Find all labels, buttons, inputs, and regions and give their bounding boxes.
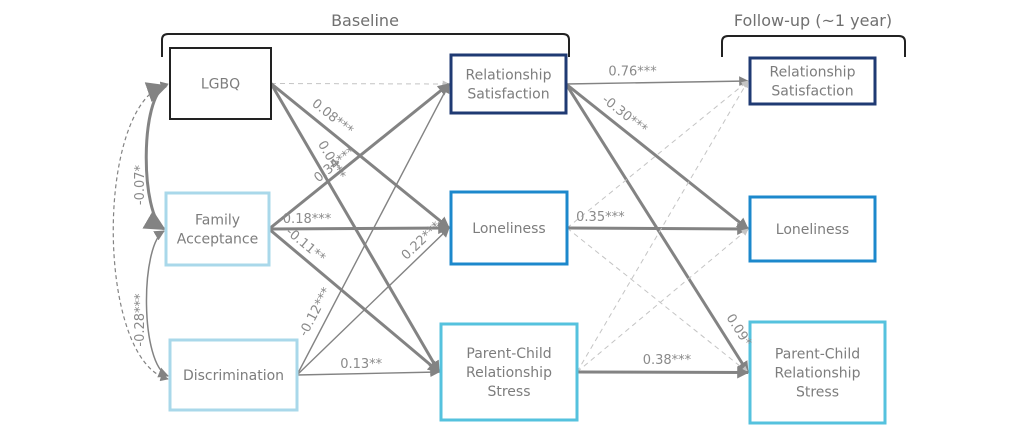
- node-label: Relationship: [770, 65, 856, 81]
- coefficient-label: -0.18***: [278, 212, 332, 227]
- path-arrow-discrimination-to-pcrs-baseline: [296, 367, 440, 378]
- node-label: LGBQ: [201, 77, 240, 93]
- node-label: Family: [195, 213, 240, 229]
- node-loneliness-baseline: Loneliness: [449, 190, 569, 266]
- node-box: [168, 338, 299, 412]
- node-label: Satisfaction: [771, 84, 853, 100]
- node-label: Acceptance: [177, 232, 258, 248]
- path-arrow-loneliness-baseline-to-pcrs-followup: [566, 227, 749, 373]
- followup-title: Follow-up (~1 year): [734, 11, 892, 30]
- path-arrow-discrimination-to-rs-baseline: [296, 83, 450, 376]
- coefficient-label: 0.35***: [576, 210, 625, 225]
- path-arrow-lgbq-to-rs-baseline: [270, 80, 450, 88]
- paths-layer: [268, 76, 750, 379]
- node-label: Stress: [487, 384, 530, 400]
- node-box: [169, 47, 272, 120]
- path-arrow-family-acceptance-to-rs-baseline: [268, 82, 450, 231]
- coefficient-label: 0.13**: [340, 357, 382, 372]
- node-label: Stress: [796, 385, 839, 401]
- path-arrow-loneliness-baseline-to-rs-followup: [566, 80, 749, 229]
- node-label: Loneliness: [472, 221, 545, 237]
- path-arrow-loneliness-baseline-to-loneliness-followup: [566, 222, 750, 235]
- node-loneliness-followup: Loneliness: [748, 195, 877, 263]
- node-label: Parent-Child: [775, 347, 860, 363]
- node-label: Relationship: [466, 68, 552, 84]
- path-arrow-rs-baseline-to-loneliness-followup: [565, 82, 749, 231]
- path-arrow-pcrs-baseline-to-rs-followup: [576, 80, 749, 373]
- path-arrow-family-acceptance-to-pcrs-baseline: [268, 227, 440, 374]
- node-label: Relationship: [775, 366, 861, 382]
- node-box: [439, 322, 579, 422]
- coefficient-label: -0.12***: [296, 285, 334, 339]
- node-label: Loneliness: [776, 222, 849, 238]
- path-arrow-family-acceptance-to-loneliness-baseline: [268, 222, 451, 235]
- node-label: Satisfaction: [467, 87, 549, 103]
- node-label: Relationship: [466, 365, 552, 381]
- path-arrow-discrimination-to-loneliness-baseline: [296, 227, 450, 376]
- baseline-title: Baseline: [331, 11, 399, 30]
- followup-bracket: Follow-up (~1 year): [721, 11, 906, 57]
- covariance-label: -0.07*: [133, 164, 148, 205]
- node-box: [748, 320, 887, 425]
- coefficient-label: 0.38***: [643, 353, 692, 368]
- node-box: [449, 53, 568, 115]
- path-arrow-pcrs-baseline-to-loneliness-followup: [576, 228, 749, 373]
- node-box: [164, 191, 271, 267]
- node-label: Discrimination: [183, 368, 284, 384]
- node-lgbq: LGBQ: [169, 47, 272, 120]
- coefficient-label: 0.22***: [399, 219, 445, 264]
- path-arrow-rs-baseline-to-rs-followup: [565, 76, 749, 87]
- covariance-label: -0.28***: [133, 293, 148, 347]
- baseline-bracket: Baseline: [161, 11, 570, 57]
- covariance-lgbq-family-acceptance: [142, 82, 168, 231]
- node-box: [449, 190, 569, 266]
- node-box: [748, 56, 877, 106]
- node-label: Parent-Child: [466, 346, 551, 362]
- covariance-family-acceptance-discrimination: [145, 230, 169, 378]
- coefficient-label: 0.76***: [608, 64, 657, 79]
- covariances-layer: [112, 81, 169, 382]
- node-discrimination: Discrimination: [168, 338, 299, 412]
- path-arrow-pcrs-baseline-to-pcrs-followup: [576, 366, 750, 379]
- node-box: [748, 195, 877, 263]
